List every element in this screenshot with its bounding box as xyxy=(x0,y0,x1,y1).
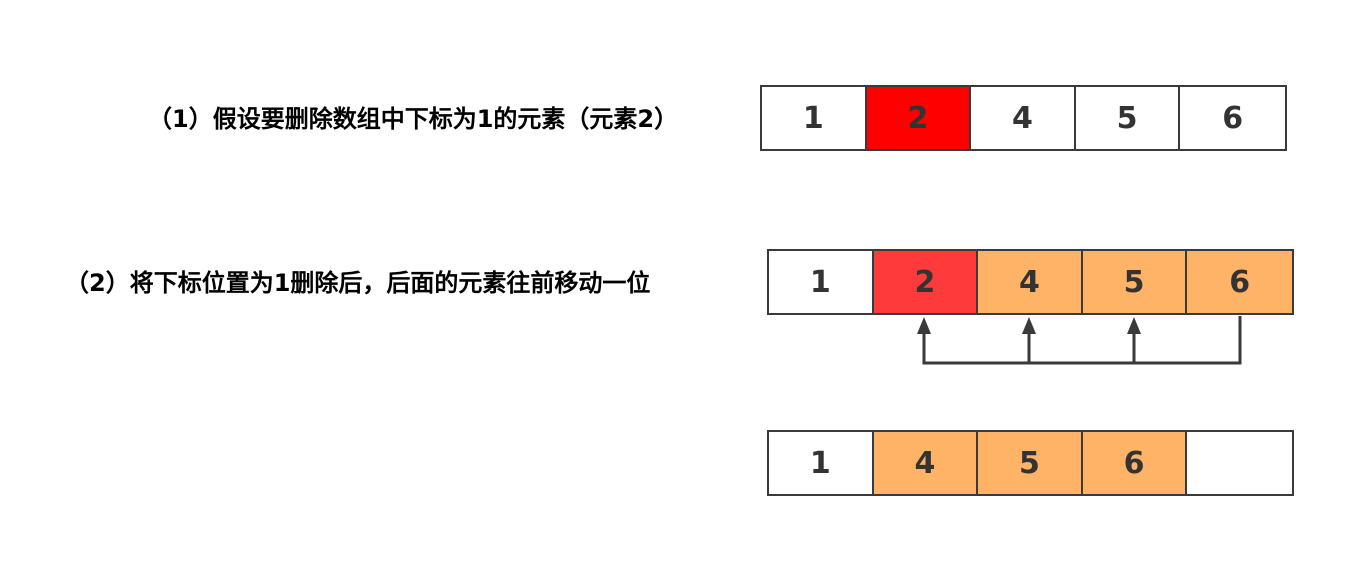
arrow-head-icon xyxy=(1127,317,1141,334)
array-cell-shifted: 4 xyxy=(873,432,979,494)
step1-caption: （1）假设要删除数组中下标为1的元素（元素2） xyxy=(148,105,679,133)
array-cell: 4 xyxy=(971,87,1076,149)
arrow-head-icon xyxy=(1022,317,1036,334)
array-cell: 1 xyxy=(769,251,874,313)
array-cell-shifted: 6 xyxy=(1187,251,1292,313)
array-cell: 1 xyxy=(762,87,867,149)
array-cell-shifted: 6 xyxy=(1082,432,1188,494)
array-cell-deleted: 2 xyxy=(866,87,972,149)
array-before-delete: 1 2 4 5 6 xyxy=(760,85,1287,151)
shift-connector-line xyxy=(922,316,1242,365)
array-cell-shifted: 5 xyxy=(1082,251,1188,313)
array-cell-shifted: 4 xyxy=(978,251,1083,313)
array-cell-empty xyxy=(1187,432,1292,494)
array-cell: 6 xyxy=(1180,87,1285,149)
array-after-shift: 1 4 5 6 xyxy=(767,430,1294,496)
array-cell: 5 xyxy=(1075,87,1181,149)
array-cell: 1 xyxy=(769,432,874,494)
arrow-head-icon xyxy=(917,317,931,334)
array-cell-deleted: 2 xyxy=(873,251,979,313)
array-cell-shifted: 5 xyxy=(978,432,1083,494)
step2-caption: （2）将下标位置为1删除后，后面的元素往前移动一位 xyxy=(65,269,651,297)
array-shifting: 1 2 4 5 6 xyxy=(767,249,1294,315)
